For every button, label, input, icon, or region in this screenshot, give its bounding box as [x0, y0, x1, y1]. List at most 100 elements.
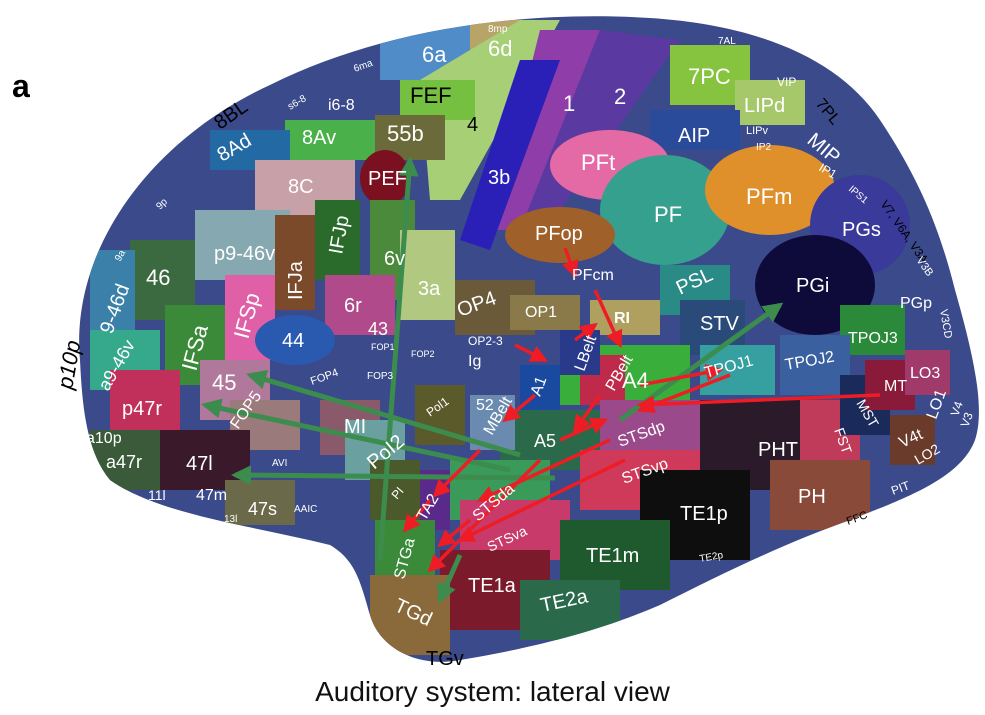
parcel-IFJa [275, 215, 315, 310]
region-label-Ig: Ig [468, 353, 481, 370]
region-label-3b: 3b [488, 167, 510, 189]
region-label-PFcm: PFcm [572, 267, 614, 284]
region-label-45: 45 [212, 370, 236, 395]
region-label-PFt: PFt [581, 150, 615, 175]
parcel-PFop [505, 207, 615, 263]
region-label-i6-8: i6-8 [328, 97, 355, 114]
region-label-52: 52 [476, 397, 494, 414]
red-arrow-ta2-stga [402, 498, 432, 533]
red-arrow-mt-stsdp [636, 393, 881, 414]
region-label-TE1m: TE1m [586, 545, 639, 567]
region-label-8mp: 8mp [488, 24, 508, 35]
parcel-47s [225, 480, 295, 525]
region-label-6d: 6d [488, 36, 512, 61]
region-label-8C: 8C [288, 176, 314, 198]
region-label-VIP: VIP [777, 75, 796, 89]
region-label-55b: 55b [387, 121, 424, 146]
region-label-PF: PF [654, 202, 682, 227]
red-arrow-a5-stga [427, 458, 542, 573]
region-label-A1: A1 [528, 374, 551, 398]
figure-caption: Auditory system: lateral view [315, 676, 670, 707]
region-label-a10p: a10p [86, 430, 122, 447]
region-label-PH: PH [798, 486, 826, 508]
region-label-LIPv: LIPv [746, 125, 769, 137]
red-arrow-pfop-pfcm [561, 247, 579, 279]
region-label-7AL: 7AL [718, 36, 736, 47]
region-label-p10p: p10p [52, 338, 85, 392]
red-arrow-stsdp-stsda [476, 438, 611, 503]
region-label-TE2p: TE2p [699, 550, 725, 565]
region-label-MI: MI [344, 416, 366, 438]
region-label-RI: RI [614, 310, 630, 327]
region-label-46: 46 [146, 265, 170, 290]
parcel-6r [325, 275, 395, 335]
region-label-3a: 3a [418, 278, 441, 300]
parcel-PI [370, 460, 420, 520]
region-label-LO3: LO3 [910, 365, 940, 382]
region-label-47l: 47l [186, 453, 213, 475]
region-label-V3CD: V3CD [937, 308, 954, 339]
parcel-OP1 [510, 295, 580, 330]
region-label-A4: A4 [622, 368, 649, 393]
region-label-A5: A5 [534, 431, 556, 451]
region-label-47m: 47m [196, 487, 227, 504]
region-label-9a: 9a [113, 248, 128, 264]
region-label-V4: V4 [948, 399, 966, 418]
region-label-PEF: PEF [368, 168, 407, 190]
green-arrow-2 [246, 369, 521, 458]
green-arrow-3 [201, 398, 511, 473]
region-label-PHT: PHT [758, 439, 798, 461]
parcel-3b [460, 60, 560, 250]
parcel-PEF [360, 150, 410, 206]
region-label-MT: MT [884, 378, 907, 395]
parcel-V4t [890, 415, 935, 465]
red-arrow-pfcm-ri [593, 289, 623, 349]
parcel-8Av [285, 120, 375, 160]
green-arrow-1 [377, 156, 419, 561]
parcel-FEF [400, 80, 475, 120]
region-label-PFm: PFm [746, 184, 792, 209]
region-labels: 8mp 6a 6d 6ma s6-8 8BL i6-8 FEF 8Ad 8Av … [52, 24, 976, 670]
region-label-PGs: PGs [842, 219, 881, 241]
region-label-2: 2 [614, 84, 626, 109]
parcel-PF [600, 155, 730, 265]
red-arrow-stsda-ta2 [437, 518, 472, 548]
region-label-TE1a: TE1a [468, 575, 517, 597]
region-label-AVI: AVI [272, 458, 287, 469]
red-arrow-a4-tpoj1 [639, 363, 724, 387]
region-label-13l: 13l [224, 514, 237, 525]
parcel-p47r [110, 370, 180, 430]
parcel-44 [255, 315, 335, 365]
region-label-4: 4 [467, 114, 478, 136]
parcel-PFm [705, 145, 835, 235]
region-label-PGi: PGi [796, 275, 829, 297]
region-label-FOP1: FOP1 [371, 342, 395, 352]
parcel-LO3 [905, 350, 950, 395]
parcel-LIPd [735, 80, 805, 125]
parcel-TE1m [560, 520, 670, 590]
region-label-11l: 11l [148, 487, 166, 503]
region-label-TPOJ3: TPOJ3 [848, 330, 898, 347]
red-arrow-stsvp-stsva [456, 458, 626, 542]
region-label-AIP: AIP [678, 125, 710, 147]
region-label-6a: 6a [422, 42, 447, 67]
region-label-PIT: PIT [889, 478, 912, 498]
region-label-44: 44 [282, 330, 304, 352]
region-label-6v: 6v [384, 248, 405, 270]
parcel-3a [400, 230, 455, 320]
parcel-1 [490, 30, 600, 230]
region-label-IP2: IP2 [756, 142, 771, 153]
red-arrow-op23-a1 [514, 343, 549, 362]
region-label-AAIC: AAIC [294, 504, 317, 515]
region-label-47s: 47s [248, 499, 277, 519]
region-label-43: 43 [368, 319, 388, 339]
region-label-TE1p: TE1p [680, 503, 728, 525]
parcel-p9-46v [195, 210, 290, 280]
region-label-PGp: PGp [900, 295, 932, 312]
region-label-LIPd: LIPd [744, 95, 785, 117]
green-arrow-4 [231, 465, 556, 486]
green-arrow-6 [437, 553, 463, 604]
red-arrow-lbelt-ri [573, 322, 598, 342]
region-label-1: 1 [563, 91, 575, 116]
region-label-V3: V3 [958, 410, 976, 429]
